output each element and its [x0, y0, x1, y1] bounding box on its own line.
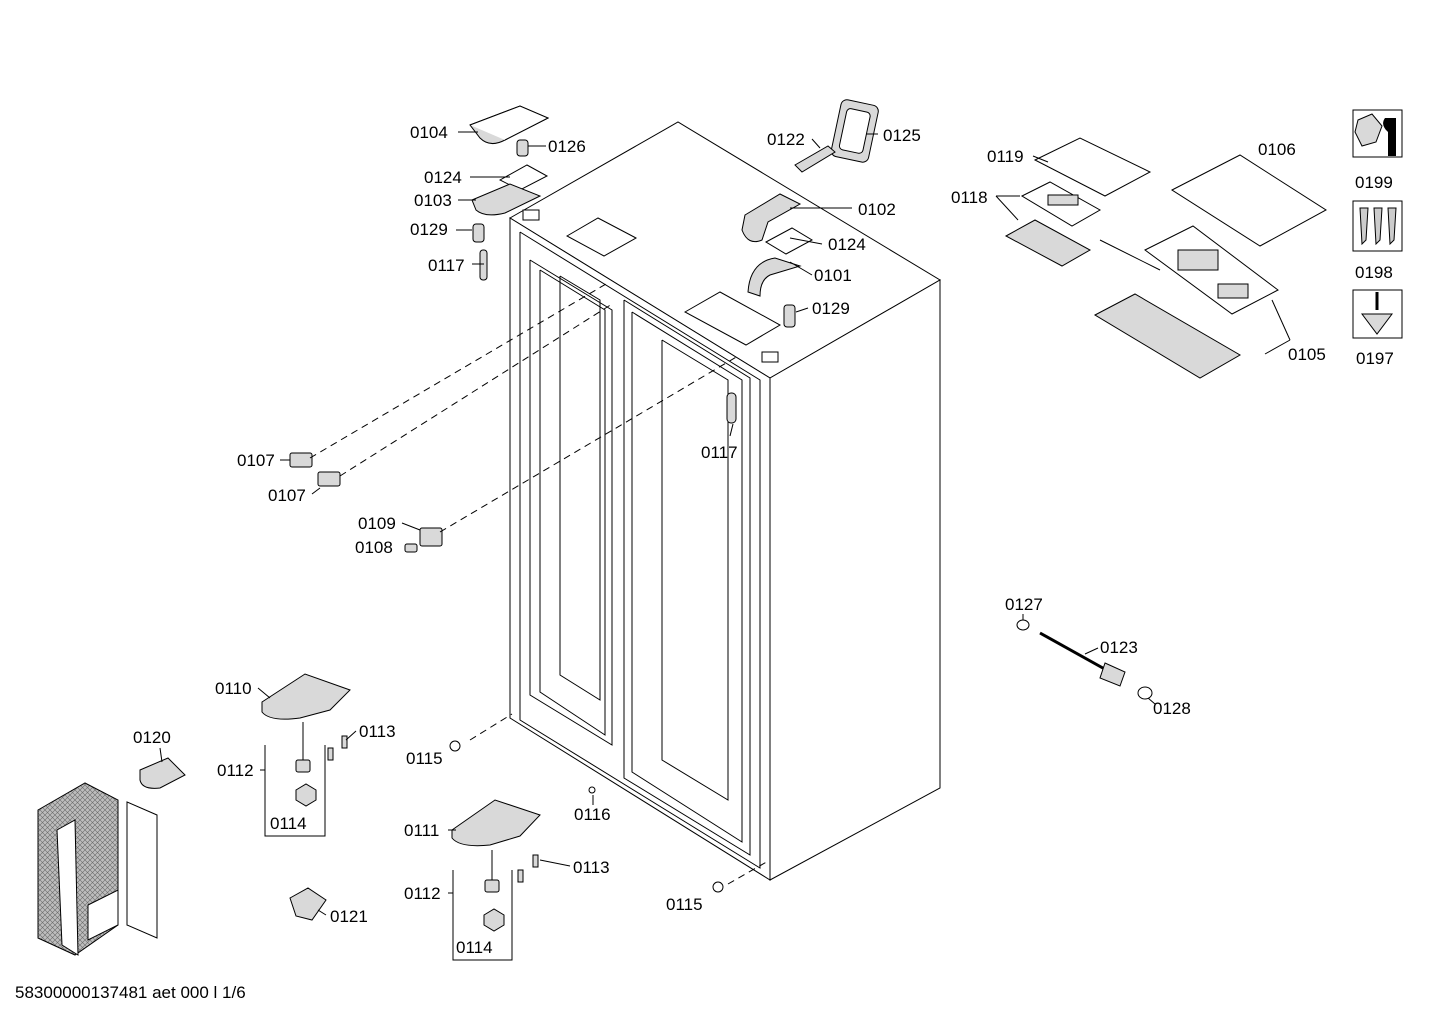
label-0101: 0101: [814, 266, 852, 285]
label-0109: 0109: [358, 514, 396, 533]
label-0111: 0111: [404, 821, 439, 840]
label-0112-right: 0112: [404, 884, 441, 903]
label-0114-right: 0114: [456, 938, 493, 957]
label-0102: 0102: [858, 200, 896, 219]
label-0114-left: 0114: [270, 814, 307, 833]
label-0120: 0120: [133, 728, 171, 747]
label-0123: 0123: [1100, 638, 1138, 657]
screws-icon-box: [1352, 200, 1403, 252]
side-panel-box: [37, 782, 158, 956]
label-0118: 0118: [951, 188, 988, 207]
label-0106: 0106: [1258, 140, 1296, 159]
leader-lines: [159, 131, 1291, 916]
document-id: 58300000137481 aet 000 l 1/6: [15, 983, 246, 1002]
top-right-hinge-parts: [741, 99, 879, 328]
electronics-modules: [1004, 137, 1327, 379]
label-0112-left: 0112: [217, 761, 254, 780]
label-0104: 0104: [410, 123, 448, 142]
label-0128: 0128: [1153, 699, 1191, 718]
refrigerator-cabinet: [509, 121, 941, 881]
label-0115-left: 0115: [406, 749, 443, 768]
label-0129-top-left: 0129: [410, 220, 448, 239]
label-0116: 0116: [574, 805, 611, 824]
label-0108: 0108: [355, 538, 393, 557]
label-0197: 0197: [1356, 349, 1394, 368]
label-0113-left: 0113: [359, 722, 396, 741]
label-0113-right: 0113: [573, 858, 610, 877]
bottom-left-hinge-parts: [261, 673, 513, 837]
label-0124-top-left: 0124: [424, 168, 462, 187]
screw-parts: [327, 735, 539, 883]
label-0129-top-right: 0129: [812, 299, 850, 318]
label-0103: 0103: [414, 191, 452, 210]
label-0127: 0127: [1005, 595, 1043, 614]
label-0117-top-left: 0117: [428, 256, 465, 275]
label-0107-upper: 0107: [237, 451, 275, 470]
label-0117-cabinet: 0117: [701, 443, 738, 462]
label-0125: 0125: [883, 126, 921, 145]
label-0199: 0199: [1355, 173, 1393, 192]
screwdriver-icon-box: [1352, 289, 1403, 339]
label-0124-top-right: 0124: [828, 235, 866, 254]
water-pipe-parts: [1016, 619, 1153, 700]
label-0115-right: 0115: [666, 895, 703, 914]
label-0122: 0122: [767, 130, 805, 149]
service-kit-icon-box: [1352, 109, 1403, 158]
label-0105: 0105: [1288, 345, 1326, 364]
label-0198: 0198: [1355, 263, 1393, 282]
part-labels: 0104 0126 0124 0103 0129 0117 0122 0125 …: [133, 123, 1394, 957]
label-0107-lower: 0107: [268, 486, 306, 505]
label-0121: 0121: [330, 907, 368, 926]
label-0126: 0126: [548, 137, 586, 156]
label-0119: 0119: [987, 147, 1024, 166]
bottom-right-hinge-parts: [451, 786, 771, 961]
bracket-part: [139, 757, 327, 921]
top-left-hinge-parts: [469, 105, 550, 281]
label-0110: 0110: [215, 679, 252, 698]
